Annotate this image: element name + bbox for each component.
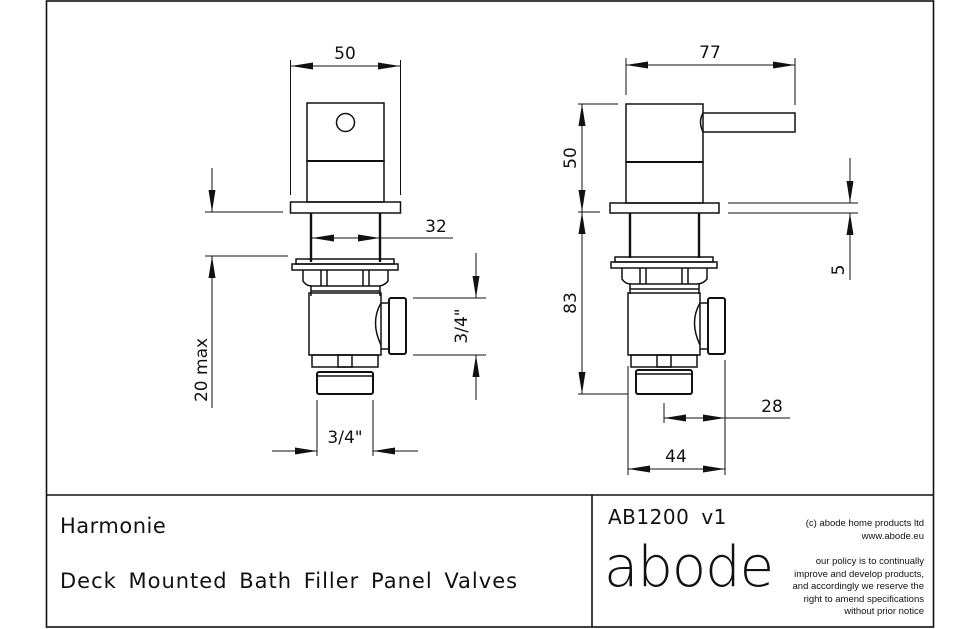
front-body bbox=[306, 160, 385, 203]
front-dimensions bbox=[205, 60, 486, 456]
policy-line: our policy is to continually bbox=[815, 556, 924, 567]
front-dimension-labels: 50 32 20 max 3/4" 3/4" bbox=[192, 44, 472, 448]
dim-flange-thickness: 5 bbox=[829, 265, 849, 276]
front-valve-body bbox=[308, 292, 382, 356]
side-body bbox=[625, 161, 704, 204]
copyright-line: (c) abode home products ltd bbox=[805, 518, 924, 529]
front-handle-indicator bbox=[335, 112, 356, 133]
dim-overall-depth: 77 bbox=[699, 43, 721, 63]
version: v1 bbox=[701, 505, 727, 529]
copyright-notice: (c) abode home products ltd www.abode.eu bbox=[806, 518, 924, 543]
dim-body-depth: 44 bbox=[665, 447, 687, 467]
policy-notice: our policy is to continually improve and… bbox=[793, 556, 925, 619]
side-valve-body bbox=[627, 292, 701, 356]
dim-body-height: 83 bbox=[561, 292, 581, 314]
side-dimensions bbox=[578, 58, 858, 475]
front-flange bbox=[289, 201, 402, 214]
side-view bbox=[609, 103, 796, 395]
product-code: AB1200 bbox=[608, 505, 690, 529]
website-line: www.abode.eu bbox=[861, 530, 924, 542]
product-series: Harmonie bbox=[60, 514, 167, 538]
dim-handle-width: 50 bbox=[334, 44, 356, 64]
front-view bbox=[289, 102, 407, 395]
brand-logo: abode bbox=[604, 535, 774, 600]
dim-inlet-thread: 3/4" bbox=[327, 428, 362, 448]
dim-shank-diameter: 32 bbox=[425, 217, 447, 237]
policy-line: and accordingly we reserve the bbox=[792, 581, 925, 592]
dim-deck-thickness: 20 max bbox=[192, 338, 212, 402]
dim-outlet-thread: 3/4" bbox=[452, 308, 472, 343]
sheet-frame bbox=[45, 0, 935, 628]
side-dimension-labels: 77 50 83 5 28 44 bbox=[561, 43, 849, 467]
policy-line: improve and develop products, bbox=[794, 568, 924, 580]
dim-outlet-offset: 28 bbox=[761, 397, 783, 417]
policy-line: right to amend specifications bbox=[803, 593, 924, 605]
side-lever bbox=[699, 112, 796, 133]
product-description: Deck Mounted Bath Filler Panel Valves bbox=[60, 569, 519, 593]
policy-line: without prior notice bbox=[844, 606, 924, 617]
side-handle bbox=[625, 103, 704, 163]
side-flange bbox=[609, 202, 720, 214]
product-code-line: AB1200 v1 bbox=[608, 505, 727, 529]
dim-handle-height: 50 bbox=[561, 147, 581, 169]
